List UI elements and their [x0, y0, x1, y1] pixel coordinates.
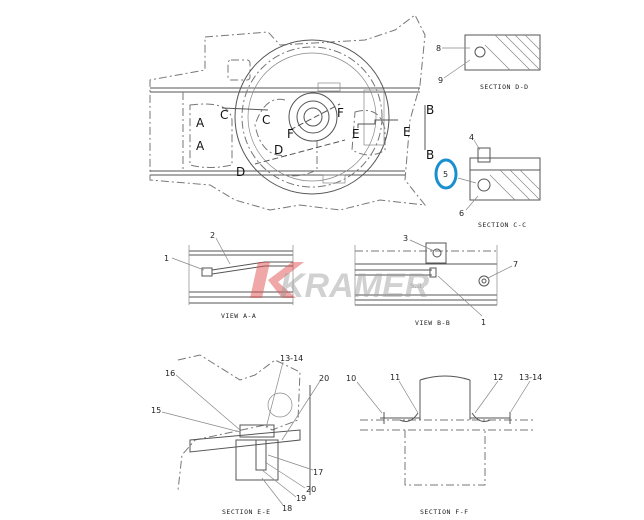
section-cc: 4 5 6 SECTION C-C: [434, 133, 541, 229]
callout-15: 15: [151, 406, 161, 415]
section-dd: 8 9 SECTION D-D: [436, 34, 541, 91]
view-aa-caption: VIEW A-A: [221, 312, 256, 320]
section-letter-c: C: [220, 108, 228, 122]
callout-13-14: 13-14: [280, 354, 303, 363]
section-letter-b: B: [426, 148, 434, 162]
callout-16: 16: [165, 369, 175, 378]
callout-2: 2: [210, 231, 215, 240]
callout-20: 20: [319, 374, 329, 383]
section-letter-e: E: [352, 127, 360, 141]
section-ff-caption: SECTION F-F: [420, 508, 469, 516]
callout-7: 7: [513, 260, 518, 269]
view-aa: 1 2 VIEW A-A: [164, 231, 294, 320]
view-bb: 3 7 1 VIEW B-B: [354, 234, 518, 327]
kramer-watermark: KRAMER s.a.: [250, 262, 430, 305]
callout-10: 10: [346, 374, 356, 383]
section-letter-b: B: [426, 103, 434, 117]
callout-5[interactable]: 5: [443, 170, 448, 179]
section-letter-d: D: [236, 165, 245, 179]
watermark-brand: KRAMER: [280, 267, 430, 305]
section-letter-d: D: [274, 143, 283, 157]
section-letter-f: F: [287, 127, 294, 141]
callout-4: 4: [469, 133, 474, 142]
section-letter-f: F: [337, 106, 344, 120]
callout-6: 6: [459, 209, 464, 218]
section-ee-caption: SECTION E-E: [222, 508, 271, 516]
section-letter-e: E: [403, 125, 411, 139]
callout-17: 17: [313, 468, 323, 477]
callout-13-14: 13-14: [519, 373, 542, 382]
section-letter-a: A: [196, 116, 205, 130]
callout-11: 11: [390, 373, 400, 382]
section-letter-a: A: [196, 139, 205, 153]
main-view: A A C C F F D D E E B B: [149, 14, 434, 211]
callout-18: 18: [282, 504, 292, 513]
watermark-suffix: s.a.: [410, 279, 425, 291]
callout-1: 1: [164, 254, 169, 263]
section-ff: 10 11 12 13-14 SECTION F-F: [346, 373, 542, 516]
view-bb-caption: VIEW B-B: [415, 319, 450, 327]
callout-20: 20: [306, 485, 316, 494]
callout-3: 3: [403, 234, 408, 243]
callout-1: 1: [481, 318, 486, 327]
callout-9: 9: [438, 76, 443, 85]
section-letter-c: C: [262, 113, 270, 127]
callout-19: 19: [296, 494, 306, 503]
section-ee: 16 13-14 20 15 17 20 19 18 SECTION E-E: [151, 354, 329, 516]
section-cc-caption: SECTION C-C: [478, 221, 527, 229]
highlight-circle: [434, 158, 458, 190]
section-dd-caption: SECTION D-D: [480, 83, 529, 91]
callout-12: 12: [493, 373, 503, 382]
callout-8: 8: [436, 44, 441, 53]
